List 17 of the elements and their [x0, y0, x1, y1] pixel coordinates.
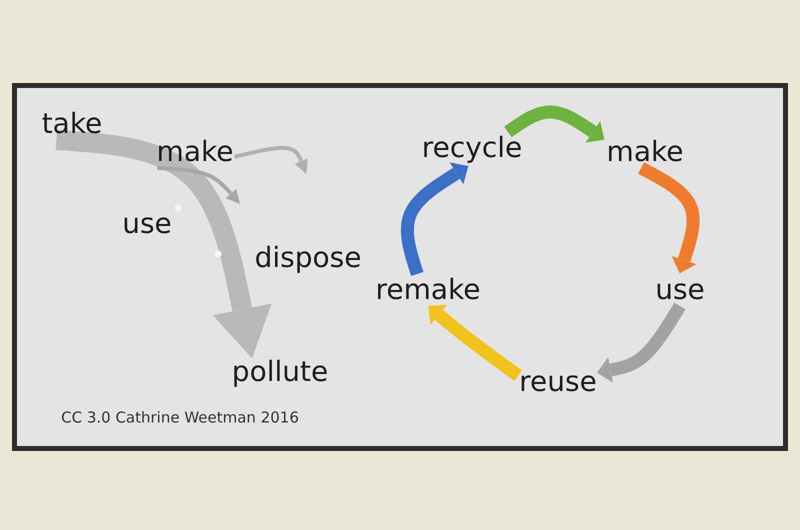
arrow [234, 146, 308, 174]
word-label: make [606, 136, 684, 168]
word-label: make [156, 136, 234, 168]
arrow [400, 162, 468, 276]
arrow [157, 166, 240, 204]
word-label: recycle [420, 132, 524, 164]
word-label: dispose [254, 242, 362, 274]
arrow [428, 304, 522, 381]
word-label: remake [374, 274, 482, 306]
word-label: use [654, 274, 706, 306]
arrow [596, 302, 686, 383]
word-label: pollute [230, 356, 330, 388]
word-label: take [40, 108, 104, 140]
arrow [638, 162, 700, 274]
credit-text: CC 3.0 Cathrine Weetman 2016 [60, 408, 300, 428]
word-label: reuse [518, 366, 598, 398]
word-label: use [121, 208, 173, 240]
